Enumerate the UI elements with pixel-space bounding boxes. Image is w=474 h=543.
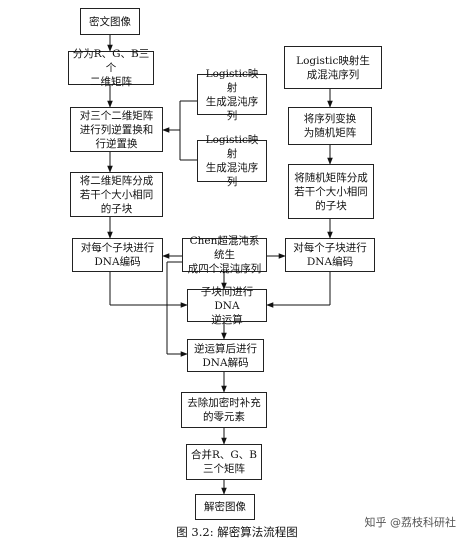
node-ciphertext-image: 密文图像 <box>80 8 140 35</box>
node-seq-transform: 将序列变换 为随机矩阵 <box>288 107 372 145</box>
node-split-blocks-right: 将随机矩阵分成 若干个大小相同 的子块 <box>288 164 374 219</box>
watermark: 知乎 @荔枝科研社 <box>364 516 457 529</box>
node-logistic-2: Logistic映射 生成混沌序列 <box>197 134 267 188</box>
node-logistic-1: Logistic映射 生成混沌序列 <box>197 68 267 122</box>
node-inverse-scramble: 对三个二维矩阵 进行列逆置换和 行逆置换 <box>70 107 163 152</box>
figure-caption: 图 3.2: 解密算法流程图 <box>176 525 298 539</box>
node-split-rgb: 分为R、G、B三个 二维矩阵 <box>68 48 154 88</box>
node-remove-zeros: 去除加密时补充 的零元素 <box>181 392 267 428</box>
node-merge-rgb: 合并R、G、B 三个矩阵 <box>186 444 262 480</box>
node-dna-inverse: 子块间进行DNA 逆运算 <box>187 286 267 326</box>
node-decrypted-image: 解密图像 <box>195 494 255 520</box>
node-dna-encode-left: 对每个子块进行 DNA编码 <box>72 238 163 272</box>
node-chen-hyperchaos: Chen超混沌系统生 成四个混沌序列 <box>182 235 267 275</box>
node-logistic-right: Logistic映射生 成混沌序列 <box>284 46 382 89</box>
node-dna-decode: 逆运算后进行 DNA解码 <box>187 339 264 372</box>
node-dna-encode-right: 对每个子块进行 DNA编码 <box>285 238 375 272</box>
node-split-blocks-left: 将二维矩阵分成 若干个大小相同 的子块 <box>70 172 163 217</box>
